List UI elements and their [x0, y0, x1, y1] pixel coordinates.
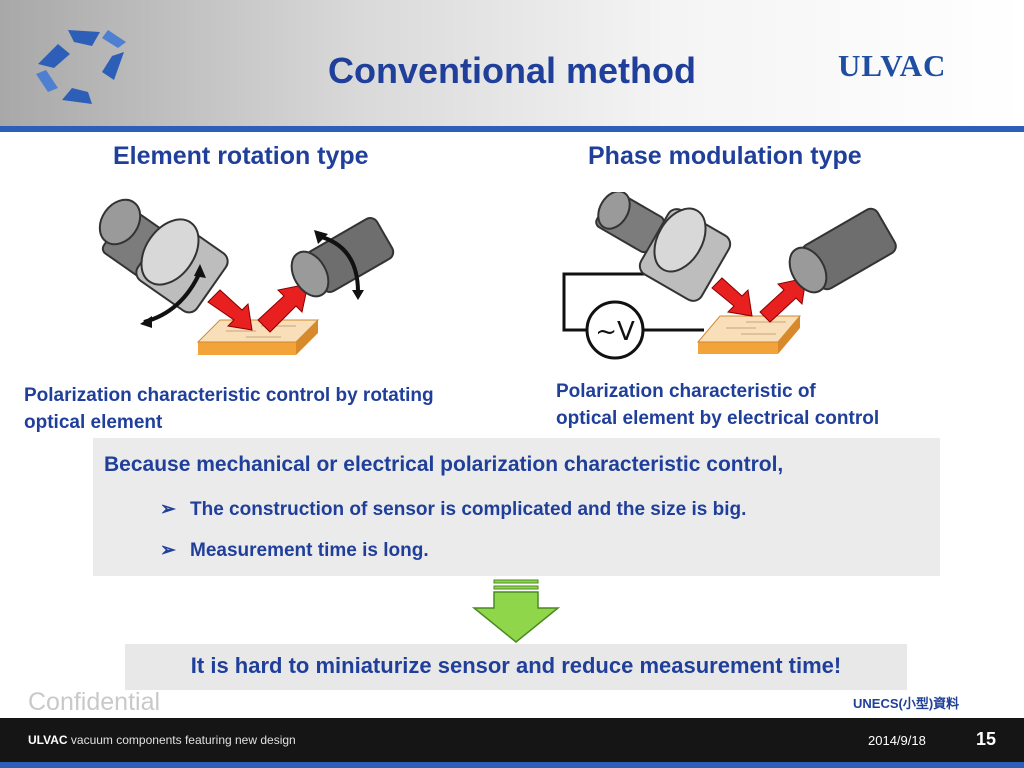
- ac-voltage-symbol: ~V: [595, 317, 635, 347]
- header-divider: [0, 126, 1024, 132]
- footer-bar: [0, 718, 1024, 762]
- element-rotation-heading: Element rotation type: [113, 142, 369, 170]
- phase-modulation-diagram: ~V: [562, 192, 897, 360]
- footer-divider: [0, 762, 1024, 768]
- phase-modulation-caption: Polarization characteristic of optical e…: [556, 381, 880, 429]
- reason-panel: [93, 438, 940, 576]
- arrow-bullet-icon: ➢: [160, 499, 176, 520]
- ulvac-wordmark: ULVAC: [838, 48, 947, 83]
- sample-plate-side: [778, 316, 800, 354]
- footer-tagline: ULVAC vacuum components featuring new de…: [28, 733, 296, 747]
- green-down-arrow-icon: [471, 579, 561, 643]
- modulator-source-icon: [595, 192, 732, 302]
- element-rotation-diagram: [98, 198, 395, 355]
- document-reference: UNECS(小型)資料: [853, 696, 960, 711]
- analyzer-detector-icon: [290, 217, 395, 298]
- header-band: [0, 0, 1024, 126]
- detector-icon: [788, 207, 897, 294]
- conclusion-box: It is hard to miniaturize sensor and red…: [125, 644, 907, 690]
- arrow-bullet-icon: ➢: [160, 540, 176, 561]
- phase-modulation-heading: Phase modulation type: [588, 142, 862, 170]
- sample-plate-front: [698, 342, 778, 354]
- incident-beam-arrow: [207, 289, 253, 331]
- confidential-watermark: Confidential: [28, 688, 161, 716]
- polarizer-source-icon: [98, 198, 229, 314]
- wire-top: [562, 272, 656, 332]
- reason-bullet: ➢Measurement time is long.: [160, 540, 429, 561]
- reflected-beam-arrow: [759, 277, 807, 323]
- reflected-beam-arrow: [257, 283, 309, 333]
- element-rotation-caption: Polarization characteristic control by r…: [24, 385, 434, 433]
- footer-date: 2014/9/18: [868, 733, 926, 748]
- reason-lead-text: Because mechanical or electrical polariz…: [104, 453, 784, 476]
- ulvac-swirl-logo-icon: [36, 30, 126, 104]
- sample-plate-side: [296, 320, 318, 355]
- sample-plate-front: [198, 342, 296, 355]
- detector-rotation-arrow-icon: [317, 234, 360, 293]
- reason-bullet: ➢The construction of sensor is complicat…: [160, 499, 747, 520]
- slide-title: Conventional method: [328, 50, 696, 91]
- page-number: 15: [976, 729, 997, 749]
- ac-voltage-source-icon: [585, 300, 645, 360]
- incident-beam-arrow: [711, 277, 753, 317]
